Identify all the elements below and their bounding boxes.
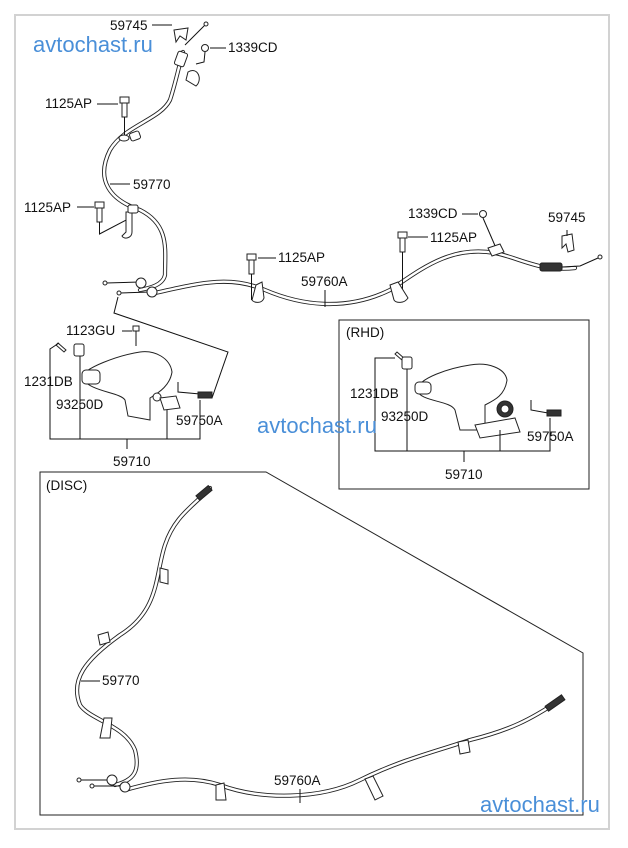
disc-box: (DISC) 59770 59760A xyxy=(39,471,584,816)
main-labels: 59745 1339CD 1125AP 59770 1125AP 1125AP … xyxy=(24,18,586,307)
watermark-top-left: avtochast.ru xyxy=(33,32,153,57)
label-1125ap-mid-left: 1125AP xyxy=(24,200,71,215)
clip-59745-top xyxy=(173,27,189,44)
cable-ends-left xyxy=(102,277,158,298)
rhd-title: (RHD) xyxy=(346,325,384,340)
cable-59770 xyxy=(102,49,186,293)
parking-lever-lhd xyxy=(55,325,213,421)
bolt-1125ap-center xyxy=(246,253,265,303)
label-1125ap-right: 1125AP xyxy=(430,230,477,245)
rhd-label-93250d: 93250D xyxy=(381,409,429,424)
label-59770: 59770 xyxy=(133,177,171,192)
label-1125ap-upper: 1125AP xyxy=(45,96,92,111)
grommet-top xyxy=(173,50,189,68)
rhd-label-1231db: 1231DB xyxy=(350,386,399,401)
nut-1339cd-right xyxy=(479,210,505,257)
rhd-box: (RHD) 1231DB 93250D 59750A 59710 xyxy=(338,319,590,490)
outer-frame xyxy=(14,14,610,830)
lever-handle xyxy=(81,351,173,421)
bolt-1125ap-upper xyxy=(118,96,142,142)
bracket-top xyxy=(185,70,200,87)
rhd-label-59710: 59710 xyxy=(445,467,483,482)
label-1231db: 1231DB xyxy=(24,374,73,389)
label-1125ap-center: 1125AP xyxy=(278,250,325,265)
label-59745-right: 59745 xyxy=(548,210,586,225)
disc-title: (DISC) xyxy=(46,478,87,493)
clip-59745-right xyxy=(561,233,575,253)
lever-lhd-labels: 1123GU 1231DB 93250D 59750A 59710 xyxy=(24,323,223,469)
main-cable-assembly xyxy=(94,21,603,399)
label-59760a: 59760A xyxy=(301,274,348,289)
label-59710: 59710 xyxy=(113,454,151,469)
watermark-bottom-right: avtochast.ru xyxy=(480,792,600,817)
nut-1339cd-top xyxy=(201,44,209,52)
bolt-1125ap-right xyxy=(389,231,409,303)
cable-59760a xyxy=(152,249,578,307)
watermark-middle: avtochast.ru xyxy=(257,413,377,438)
label-59745-top: 59745 xyxy=(110,18,148,33)
cable-end-ring xyxy=(597,254,603,260)
label-1123gu: 1123GU xyxy=(66,323,115,338)
label-59750a: 59750A xyxy=(176,413,223,428)
label-1339cd-right: 1339CD xyxy=(408,206,458,221)
disc-label-59760a: 59760A xyxy=(274,773,321,788)
disc-label-59770: 59770 xyxy=(102,673,140,688)
bolt-1125ap-mid-left xyxy=(94,201,139,239)
cable-end-fitting xyxy=(539,262,563,272)
link-line xyxy=(113,296,229,399)
label-1339cd-top: 1339CD xyxy=(228,40,278,55)
